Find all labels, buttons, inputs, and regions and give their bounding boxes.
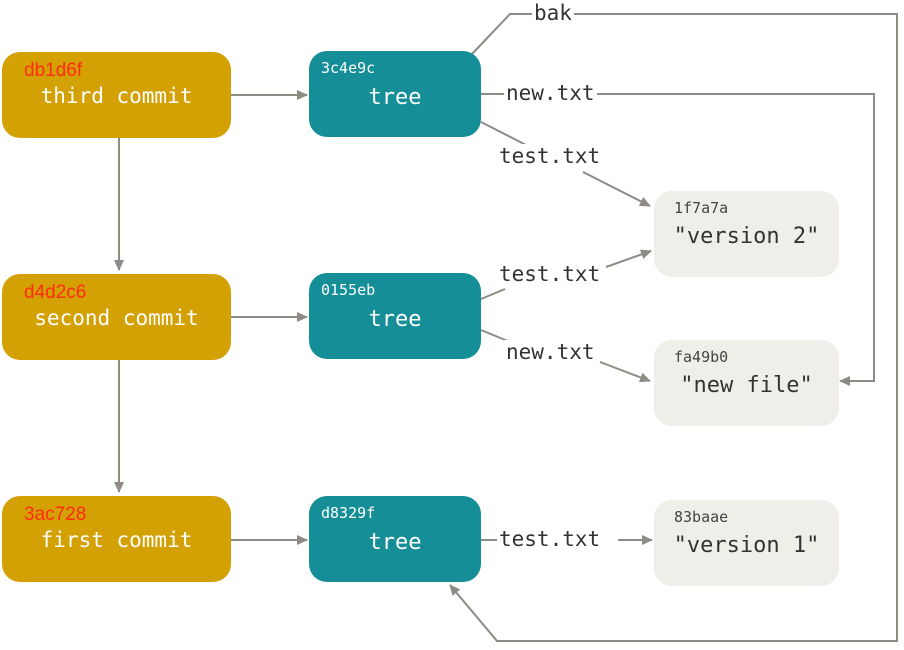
edge-label-tree3-test: test.txt [497, 527, 603, 551]
commit-hash: d4d2c6 [24, 282, 87, 303]
edge-tree2-test [480, 288, 506, 300]
edge-tree1-test [480, 121, 531, 148]
commit-hash: db1d6f [24, 60, 83, 81]
tree-hash: 3c4e9c [321, 59, 376, 77]
blob-content: "version 1" [673, 533, 820, 558]
tree-label: tree [368, 530, 422, 555]
blob-node-1f7a7a: 1f7a7a "version 2" [654, 191, 839, 277]
commit-node-first: 3ac728 first commit [2, 496, 231, 582]
edge-tree1-test-b [582, 171, 651, 207]
commit-node-third: db1d6f third commit [2, 52, 231, 138]
blob-node-fa49b0: fa49b0 "new file" [654, 340, 839, 426]
edge-tree2-test-b [605, 249, 652, 268]
commit-hash: 3ac728 [24, 504, 87, 525]
edge-label-tree1-test: test.txt [497, 144, 603, 168]
tree-hash: d8329f [321, 504, 376, 522]
blob-node-83baae: 83baae "version 1" [654, 500, 839, 586]
edge-bak [449, 13, 898, 642]
commit-message: third commit [40, 84, 193, 108]
edge-tree1-new [481, 93, 875, 386]
commit-node-second: d4d2c6 second commit [2, 274, 231, 360]
blob-hash: fa49b0 [674, 348, 729, 366]
tree-node-d8329f: d8329f tree [309, 496, 481, 582]
blob-content: "new file" [680, 373, 813, 398]
blob-hash: 83baae [674, 508, 729, 526]
edge-tree2-new-b [599, 361, 651, 383]
edge-label-bak: bak [532, 1, 574, 25]
tree-label: tree [368, 85, 422, 110]
commit-message: first commit [40, 528, 193, 552]
commit-message: second commit [34, 306, 199, 330]
tree-node-3c4e9c: 3c4e9c tree [309, 51, 481, 137]
edge-label-tree2-new: new.txt [504, 340, 597, 364]
blob-content: "version 2" [673, 224, 820, 249]
edge-label-tree1-new: new.txt [504, 81, 597, 105]
edge-label-tree2-test: test.txt [497, 262, 603, 286]
tree-label: tree [368, 307, 422, 332]
tree-node-0155eb: 0155eb tree [309, 273, 481, 359]
blob-hash: 1f7a7a [674, 199, 729, 217]
tree-hash: 0155eb [321, 281, 376, 299]
